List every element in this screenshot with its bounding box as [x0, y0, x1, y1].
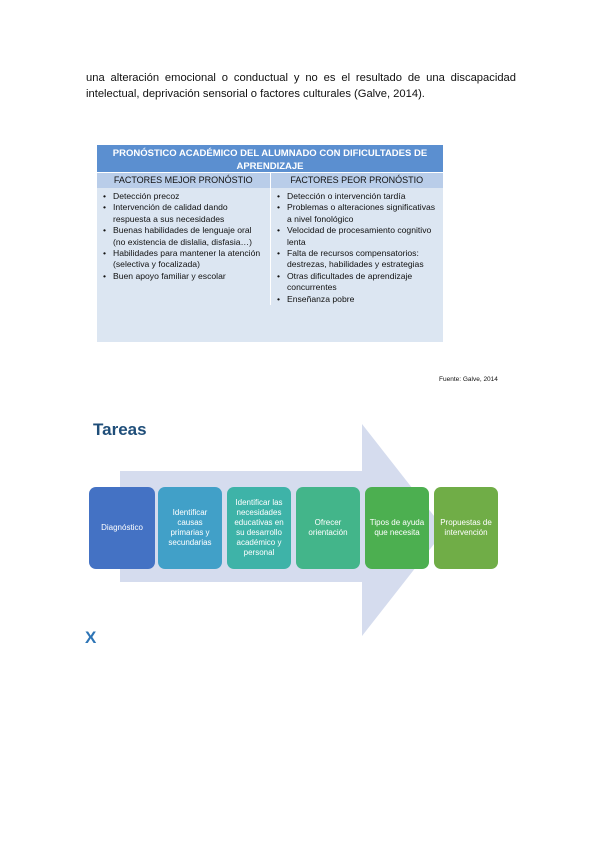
step-label: Ofrecer orientación: [308, 518, 348, 537]
list-item: Buen apoyo familiar y escolar: [103, 271, 266, 283]
list-item: Detección precoz: [103, 191, 266, 203]
table-title: PRONÓSTICO ACADÉMICO DEL ALUMNADO CON DI…: [97, 145, 443, 172]
step-label: Identificar causas primarias y secundari…: [168, 508, 212, 547]
list-item: Falta de recursos compensatorios: destre…: [277, 248, 439, 271]
list-item: Enseñanza pobre: [277, 294, 439, 306]
paragraph-line-1: una alteración emocional o conductual y …: [86, 72, 516, 84]
better-prognosis-list: Detección precoz Intervención de calidad…: [101, 191, 266, 283]
body-paragraph: una alteración emocional o conductual y …: [86, 70, 516, 102]
list-item: Detección o intervención tardía: [277, 191, 439, 203]
step-label: Tipos de ayuda que necesita: [369, 518, 425, 537]
step-tipos-ayuda: Tipos de ayuda que necesita: [365, 487, 429, 569]
list-item: Habilidades para mantener la atención (s…: [103, 248, 266, 271]
worse-prognosis-column: Detección o intervención tardía Problema…: [270, 188, 443, 305]
source-caption: Fuente: Galve, 2014: [439, 376, 498, 383]
header-better-prognosis: FACTORES MEJOR PRONÓSTIO: [113, 175, 253, 185]
step-identificar-necesidades: Identificar las necesidades educativas e…: [227, 487, 291, 569]
step-ofrecer-orientacion: Ofrecer orientación: [296, 487, 360, 569]
step-label: Identificar las necesidades educativas e…: [234, 498, 284, 557]
step-label: Propuestas de intervención: [440, 518, 492, 537]
logo-icon: X: [85, 628, 97, 647]
worse-prognosis-list: Detección o intervención tardía Problema…: [275, 191, 439, 305]
step-label: Diagnóstico: [101, 523, 143, 532]
table-header-row: FACTORES MEJOR PRONÓSTIO FACTORES PEOR P…: [97, 172, 443, 188]
paragraph-line-2: intelectual, deprivación sensorial o fac…: [86, 88, 425, 100]
list-item: Buenas habilidades de lenguaje oral (no …: [103, 225, 266, 248]
step-identificar-causas: Identificar causas primarias y secundari…: [158, 487, 222, 569]
diagram-title: Tareas: [93, 420, 147, 439]
header-worse-prognosis: FACTORES PEOR PRONÓSTIO: [269, 173, 444, 188]
list-item: Intervención de calidad dando respuesta …: [103, 202, 266, 225]
prognosis-table: PRONÓSTICO ACADÉMICO DEL ALUMNADO CON DI…: [97, 145, 443, 342]
step-propuestas: Propuestas de intervención: [434, 487, 498, 569]
step-diagnostico: Diagnóstico: [89, 487, 155, 569]
list-item: Problemas o alteraciones significativas …: [277, 202, 439, 225]
better-prognosis-column: Detección precoz Intervención de calidad…: [97, 188, 270, 305]
list-item: Velocidad de procesamiento cognitivo len…: [277, 225, 439, 248]
table-body: Detección precoz Intervención de calidad…: [97, 188, 443, 305]
list-item: Otras dificultades de aprendizaje concur…: [277, 271, 439, 294]
